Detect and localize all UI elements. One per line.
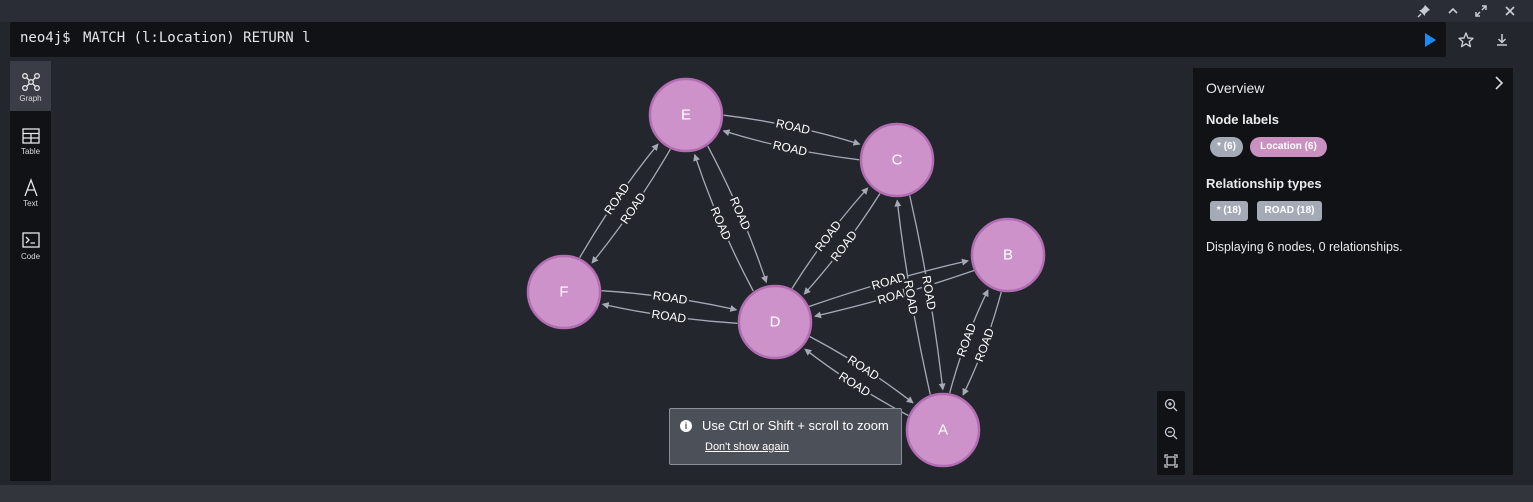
editor-prompt: neo4j$ bbox=[20, 30, 71, 46]
relationship-label-bg bbox=[600, 179, 633, 218]
text-icon bbox=[24, 178, 38, 197]
query-text[interactable]: MATCH (l:Location) RETURN l bbox=[83, 30, 311, 46]
relationship-label-bg bbox=[773, 115, 814, 137]
sidebar-item-label: Code bbox=[20, 252, 41, 261]
node-circle[interactable] bbox=[859, 122, 935, 198]
graph-node-e[interactable]: E bbox=[648, 77, 724, 153]
node-circle[interactable] bbox=[648, 77, 724, 153]
download-icon bbox=[1497, 34, 1507, 46]
node-label: D bbox=[770, 314, 781, 331]
query-editor[interactable]: neo4j$ MATCH (l:Location) RETURN l bbox=[10, 22, 1446, 57]
relationship-label: ROAD bbox=[772, 138, 809, 159]
sidebar-item-table[interactable]: Table bbox=[10, 121, 51, 171]
rel-type-road-pill[interactable]: ROAD (18) bbox=[1257, 201, 1322, 221]
view-sidebar: Graph Table Text Code bbox=[10, 61, 51, 481]
graph-node-b[interactable]: B bbox=[970, 217, 1046, 293]
chevron-right-icon bbox=[1495, 76, 1504, 90]
expand-icon[interactable] bbox=[1473, 3, 1489, 19]
overview-status: Displaying 6 nodes, 0 relationships. bbox=[1206, 240, 1403, 254]
relationship-label: ROAD bbox=[919, 274, 939, 311]
relationship-label-bg bbox=[868, 269, 909, 293]
table-icon bbox=[22, 128, 40, 144]
download-button[interactable] bbox=[1492, 30, 1512, 50]
overview-panel: Overview Node labels * (6) Location (6) … bbox=[1193, 68, 1513, 475]
zoom-controls bbox=[1157, 391, 1185, 475]
node-label: E bbox=[681, 107, 691, 124]
relationship-label-bg bbox=[727, 193, 755, 234]
sidebar-item-label: Text bbox=[23, 199, 38, 208]
run-button[interactable] bbox=[1422, 31, 1438, 49]
relationship-label-bg bbox=[919, 272, 940, 313]
relationship-label-bg bbox=[770, 137, 811, 159]
sidebar-item-code[interactable]: Code bbox=[10, 227, 51, 277]
relationship-label-bg bbox=[826, 226, 861, 265]
dont-show-again-link[interactable]: Don't show again bbox=[705, 441, 790, 453]
node-labels-heading: Node labels bbox=[1206, 112, 1279, 127]
relationship-label-bg bbox=[835, 368, 875, 400]
sidebar-item-label: Table bbox=[20, 147, 41, 156]
code-icon bbox=[22, 232, 40, 248]
relationship-label-bg bbox=[811, 216, 845, 255]
relationship-label-bg bbox=[650, 288, 690, 307]
zoom-in-button[interactable] bbox=[1163, 397, 1179, 413]
node-circle[interactable] bbox=[737, 284, 813, 360]
collapse-overview-button[interactable] bbox=[1491, 74, 1507, 92]
node-label-location-pill[interactable]: Location (6) bbox=[1250, 137, 1327, 157]
star-icon bbox=[1458, 32, 1474, 48]
zoom-hint-toast: i Use Ctrl or Shift + scroll to zoom Don… bbox=[669, 408, 902, 465]
zoom-in-icon bbox=[1164, 398, 1178, 412]
sidebar-item-text[interactable]: Text bbox=[10, 173, 51, 223]
relationship-label: ROAD bbox=[775, 116, 812, 137]
node-label: B bbox=[1003, 247, 1013, 264]
relationship-label-bg bbox=[971, 324, 997, 365]
node-circle[interactable] bbox=[526, 254, 602, 330]
relationship-label-bg bbox=[901, 277, 922, 318]
close-icon[interactable] bbox=[1502, 3, 1518, 19]
relationship-label: ROAD bbox=[708, 205, 735, 243]
node-circle[interactable] bbox=[905, 392, 981, 468]
run-icon bbox=[1425, 33, 1436, 47]
sidebar-item-graph[interactable]: Graph bbox=[10, 61, 51, 111]
favorite-button[interactable] bbox=[1456, 30, 1476, 50]
node-label-all-pill[interactable]: * (6) bbox=[1210, 137, 1243, 157]
relationship-label-bg bbox=[844, 351, 884, 384]
node-circle[interactable] bbox=[970, 217, 1046, 293]
overview-title: Overview bbox=[1206, 80, 1265, 96]
graph-node-f[interactable]: F bbox=[526, 254, 602, 330]
relationship-label: ROAD bbox=[651, 307, 688, 326]
zoom-out-button[interactable] bbox=[1163, 425, 1179, 441]
relationship-types-heading: Relationship types bbox=[1206, 176, 1322, 191]
relationship-label-bg bbox=[707, 203, 735, 244]
relationship-label: ROAD bbox=[652, 288, 689, 307]
relationship-label-bg bbox=[953, 319, 979, 360]
fit-icon bbox=[1164, 454, 1178, 468]
info-icon: i bbox=[680, 420, 692, 432]
graph-node-c[interactable]: C bbox=[859, 122, 935, 198]
sidebar-item-label: Graph bbox=[19, 94, 42, 103]
node-label: F bbox=[559, 284, 568, 301]
rel-type-all-pill[interactable]: * (18) bbox=[1210, 201, 1248, 221]
top-bar bbox=[0, 0, 1533, 22]
graph-icon bbox=[22, 73, 40, 91]
fit-to-screen-button[interactable] bbox=[1163, 453, 1179, 469]
graph-node-d[interactable]: D bbox=[737, 284, 813, 360]
relationship-label-bg bbox=[616, 188, 649, 228]
toast-message: Use Ctrl or Shift + scroll to zoom bbox=[702, 418, 889, 433]
bottom-bar bbox=[0, 485, 1533, 502]
graph-node-a[interactable]: A bbox=[905, 392, 981, 468]
pin-icon[interactable] bbox=[1416, 3, 1432, 19]
node-label: C bbox=[892, 152, 903, 169]
relationship-label: ROAD bbox=[901, 279, 921, 316]
relationship-label-bg bbox=[649, 306, 689, 325]
zoom-out-icon bbox=[1164, 426, 1178, 440]
collapse-icon[interactable] bbox=[1445, 3, 1461, 19]
node-label: A bbox=[938, 422, 948, 439]
